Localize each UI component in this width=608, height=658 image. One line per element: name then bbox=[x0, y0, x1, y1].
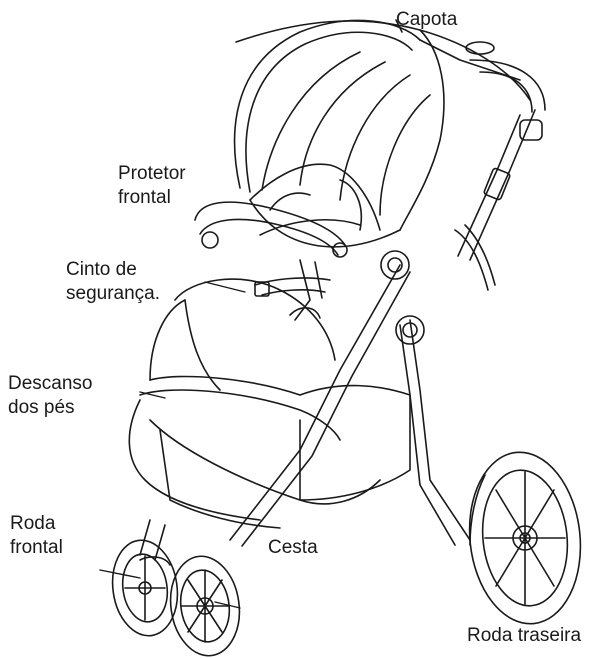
handlebar bbox=[458, 60, 545, 260]
label-descanso-line2: dos pés bbox=[8, 396, 93, 420]
label-cinto-line1: Cinto de bbox=[66, 258, 160, 282]
label-roda-frontal-line1: Roda bbox=[10, 512, 63, 536]
footrest bbox=[140, 279, 340, 440]
leader-lines bbox=[100, 282, 245, 608]
label-descanso-dos-pes: Descanso dos pés bbox=[8, 372, 93, 420]
front-wheels bbox=[107, 520, 246, 658]
label-cinto-de-seguranca: Cinto de segurança. bbox=[66, 258, 160, 306]
label-roda-traseira: Roda traseira bbox=[467, 624, 581, 648]
label-roda-frontal-line2: frontal bbox=[10, 536, 63, 560]
label-protetor-frontal: Protetor frontal bbox=[118, 162, 186, 210]
basket bbox=[150, 386, 410, 528]
label-protetor-frontal-line2: frontal bbox=[118, 186, 186, 210]
label-capota: Capota bbox=[396, 8, 457, 32]
canopy bbox=[235, 20, 530, 247]
label-cesta: Cesta bbox=[268, 536, 318, 560]
frame bbox=[129, 225, 495, 546]
label-descanso-line1: Descanso bbox=[8, 372, 93, 396]
rear-wheel bbox=[461, 447, 588, 630]
label-cinto-line2: segurança. bbox=[66, 282, 160, 306]
label-protetor-frontal-line1: Protetor bbox=[118, 162, 186, 186]
label-roda-frontal: Roda frontal bbox=[10, 512, 63, 560]
harness bbox=[255, 260, 330, 320]
